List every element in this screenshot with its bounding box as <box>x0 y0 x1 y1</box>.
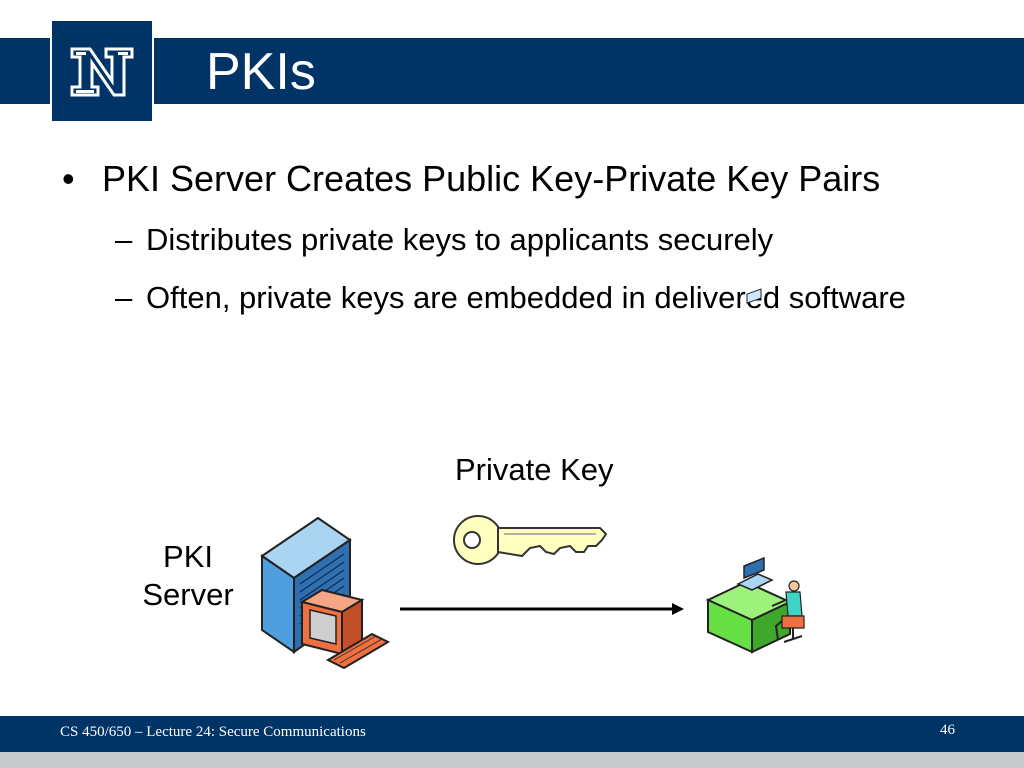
bullet-marker: • <box>62 158 75 199</box>
sub-bullet-2: – Often, private keys are embedded in de… <box>115 276 915 320</box>
key-icon <box>453 515 608 565</box>
sub-bullet-2-text: Often, private keys are embedded in deli… <box>146 280 906 315</box>
page-number: 46 <box>940 722 955 738</box>
pki-server-label: PKI Server <box>128 538 248 614</box>
footer-course-text: CS 450/650 – Lecture 24: Secure Communic… <box>60 724 366 740</box>
dash-marker: – <box>115 222 133 257</box>
footer-bar <box>0 716 1024 752</box>
bullet-main: • PKI Server Creates Public Key-Private K… <box>62 155 880 203</box>
sub-bullet-1: – Distributes private keys to applicants… <box>115 218 915 262</box>
nevada-n-logo-icon <box>50 19 154 123</box>
private-key-label: Private Key <box>455 452 614 487</box>
arrow-right-icon <box>400 603 684 615</box>
bullet-main-text: PKI Server Creates Public Key-Private Ke… <box>102 158 881 199</box>
sub-bullet-1-text: Distributes private keys to applicants s… <box>146 222 774 257</box>
title-bar <box>0 38 1024 104</box>
desk-user-computer-icon <box>705 288 805 654</box>
slide-title: PKIs <box>206 43 316 101</box>
footer-strip <box>0 752 1024 768</box>
server-computer-icon <box>260 516 391 670</box>
pki-server-label-line1: PKI <box>163 539 213 574</box>
dash-marker: – <box>115 280 133 315</box>
pki-server-label-line2: Server <box>142 577 234 612</box>
